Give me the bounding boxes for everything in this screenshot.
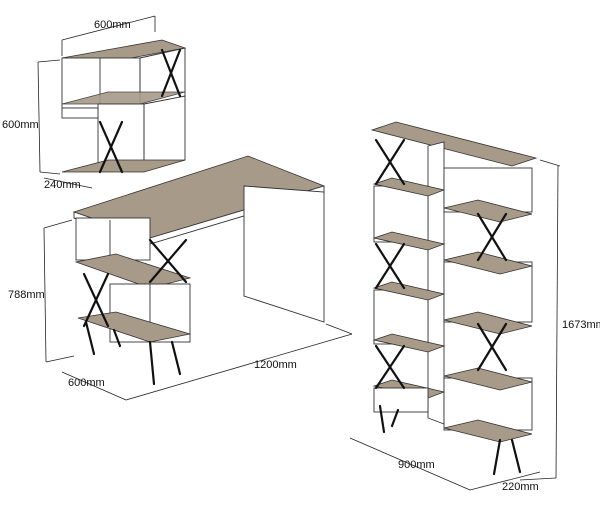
desk-depth-label: 600mm	[68, 377, 105, 389]
desk-side-panel	[243, 185, 325, 323]
bookcase-depth-label: 220mm	[502, 481, 539, 493]
small-shelf-depth-label: 240mm	[44, 179, 81, 191]
small-shelf	[37, 15, 187, 189]
bookcase	[349, 121, 561, 491]
desk	[43, 155, 353, 401]
bookcase-height-label: 1673mm	[562, 319, 600, 331]
bookcase-divider	[427, 141, 445, 425]
desk-height-label: 788mm	[8, 289, 45, 301]
desk-width-label: 1200mm	[254, 359, 297, 371]
bookcase-width-label: 900mm	[398, 459, 435, 471]
small-shelf-width-label: 600mm	[94, 19, 131, 31]
bookcase-top	[370, 121, 538, 167]
small-shelf-height-label: 600mm	[2, 119, 39, 131]
